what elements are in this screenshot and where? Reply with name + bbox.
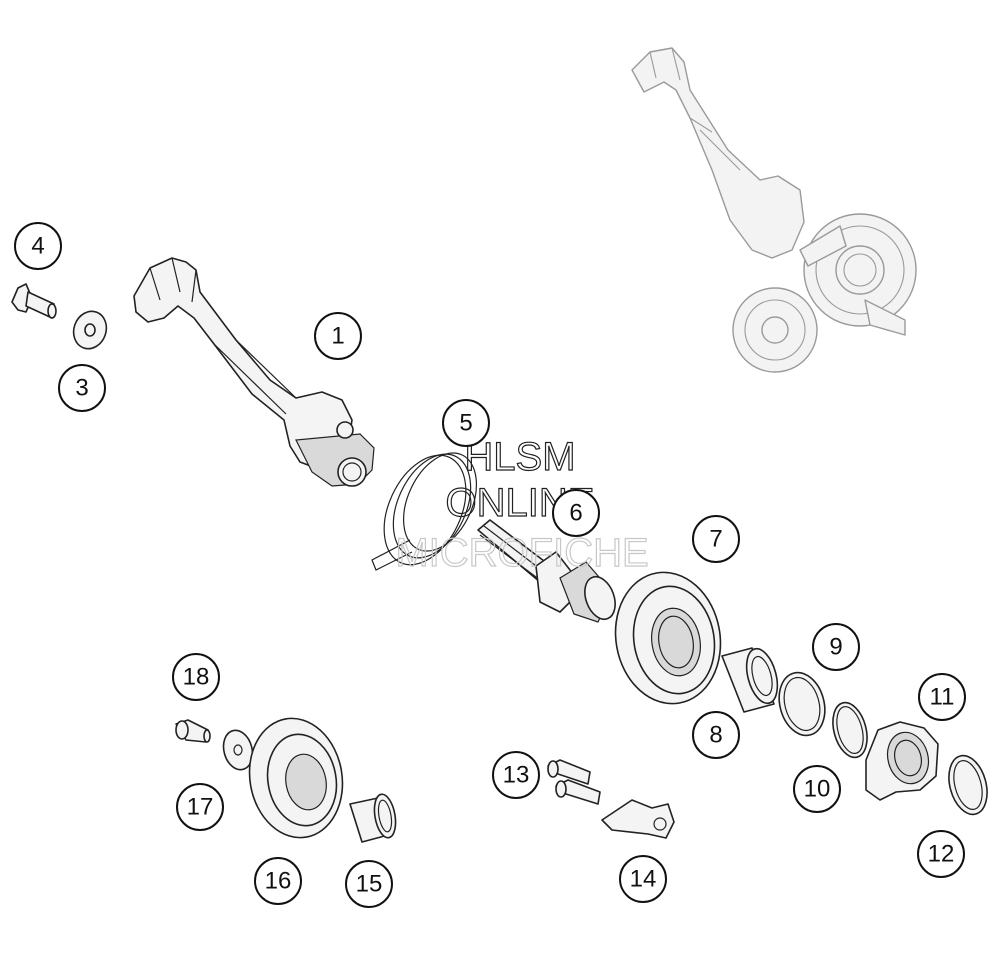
callout-label: 1 <box>331 323 344 350</box>
callout-label: 9 <box>829 634 842 661</box>
callout-label: 17 <box>187 794 214 821</box>
callout-17: 17 <box>176 783 224 831</box>
callout-7: 7 <box>692 515 740 563</box>
intermediate-gear <box>248 717 344 839</box>
callouts: 1 3 4 5 6 7 8 9 <box>14 222 966 908</box>
watermark-line1: HLSM <box>464 435 575 479</box>
spring-ring <box>948 754 988 816</box>
callout-label: 11 <box>930 684 955 711</box>
callout-11: 11 <box>918 673 966 721</box>
callout-label: 3 <box>75 375 88 402</box>
bushing-8 <box>721 647 779 713</box>
torsion-spring <box>371 452 477 571</box>
watermark-line3: MICROFICHE <box>395 531 648 575</box>
bushing-15 <box>349 793 397 843</box>
callout-label: 18 <box>183 664 210 691</box>
callout-label: 10 <box>804 776 831 803</box>
callout-18: 18 <box>172 653 220 701</box>
callout-label: 8 <box>709 722 722 749</box>
callout-label: 6 <box>569 500 582 527</box>
callout-label: 4 <box>31 233 44 260</box>
callout-6: 6 <box>552 489 600 537</box>
callout-1: 1 <box>314 312 362 360</box>
callout-3: 3 <box>58 364 106 412</box>
callout-9: 9 <box>812 623 860 671</box>
callout-14: 14 <box>619 855 667 903</box>
guide-bolts <box>547 759 601 805</box>
circlip-10 <box>832 701 868 759</box>
callout-label: 7 <box>709 526 722 553</box>
callout-10: 10 <box>793 765 841 813</box>
kick-start-shaft <box>477 519 616 623</box>
callout-label: 15 <box>356 871 383 898</box>
shim-ring <box>778 671 826 737</box>
callout-16: 16 <box>254 857 302 905</box>
callout-15: 15 <box>345 860 393 908</box>
gear-washer <box>222 729 254 771</box>
callout-label: 12 <box>928 841 955 868</box>
gear-bolt <box>175 719 211 743</box>
kick-start-lever <box>133 257 375 487</box>
callout-8: 8 <box>692 711 740 759</box>
assembled-preview <box>631 47 917 373</box>
kick-start-gear <box>614 571 722 705</box>
callout-13: 13 <box>492 751 540 799</box>
callout-label: 13 <box>503 762 530 789</box>
callout-5: 5 <box>442 399 490 447</box>
callout-label: 5 <box>459 410 472 437</box>
callout-12: 12 <box>917 830 965 878</box>
guide-plate <box>601 799 675 839</box>
callout-label: 16 <box>265 868 292 895</box>
ratchet <box>865 721 939 801</box>
washer <box>72 310 108 350</box>
callout-4: 4 <box>14 222 62 270</box>
lever-bolt <box>11 283 57 319</box>
callout-label: 14 <box>630 866 657 893</box>
